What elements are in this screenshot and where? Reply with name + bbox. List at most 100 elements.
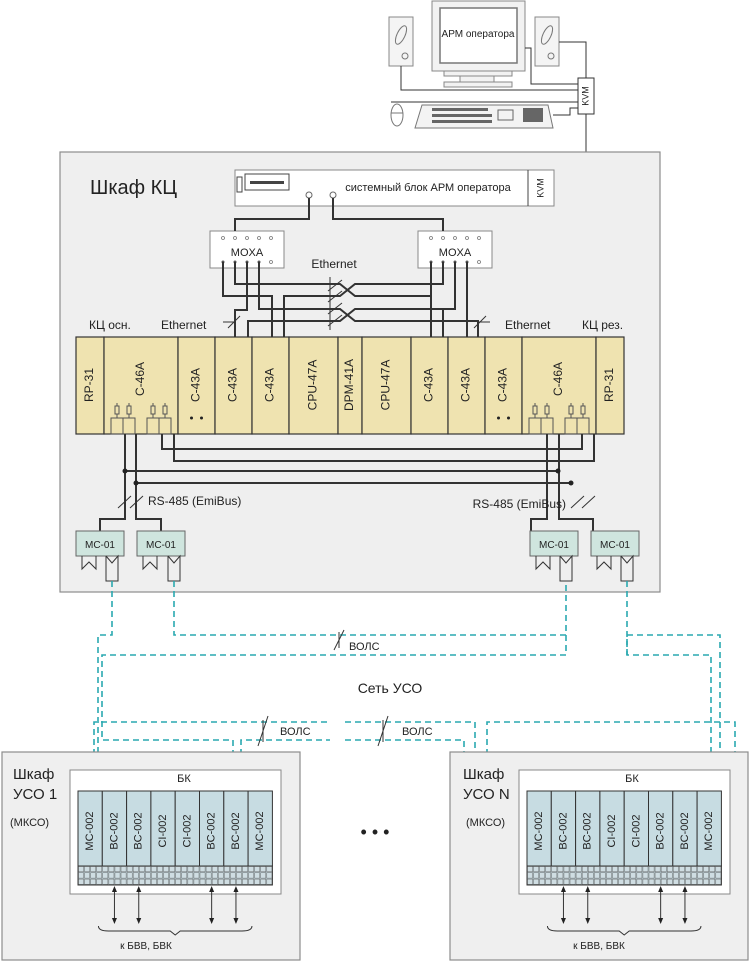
rack-module	[177, 336, 216, 435]
rack-module-label: DPM-41A	[342, 359, 356, 411]
mc01-label-3: MC-01	[539, 540, 569, 551]
cabinet-kc-title: Шкаф КЦ	[90, 177, 177, 199]
rack-module-label: C-43A	[263, 368, 277, 402]
io-module	[174, 790, 200, 867]
io-module-label: BC-002	[582, 812, 594, 849]
io-module	[126, 790, 152, 867]
uso1-rack: MC-002 BC-002 BC-002 CI-002 CI-002 BC-002 BC-0…	[69, 769, 282, 936]
io-module-label: CI-002	[606, 814, 618, 847]
ellipsis: • • •	[361, 822, 390, 842]
rack-module	[288, 336, 339, 435]
io-module	[672, 790, 698, 867]
uson-rack: MC-002 BC-002 BC-002 CI-002 CI-002 BC-002 BC-0…	[518, 769, 731, 936]
keyboard-icon	[414, 104, 554, 129]
kc-main-label: КЦ осн.	[89, 318, 131, 332]
uson-title-line2: УСО N	[463, 786, 510, 803]
io-module-label: MC-002	[533, 811, 545, 850]
io-module-label: BC-002	[230, 812, 242, 849]
io-module-label: CI-002	[181, 814, 193, 847]
io-module-label: BC-002	[557, 812, 569, 849]
io-module-label: MC-002	[84, 811, 96, 850]
io-module	[77, 790, 103, 867]
rack-module	[361, 336, 412, 435]
io-module	[696, 790, 722, 867]
fiber-label-right: ВОЛС	[402, 726, 433, 738]
network-title: Сеть УСО	[358, 680, 423, 696]
rs485-wiring	[99, 434, 596, 536]
mc01-module	[136, 530, 186, 582]
io-module	[623, 790, 650, 867]
uson-bk-label: БК	[625, 773, 639, 785]
io-module	[247, 790, 273, 867]
ethernet-left-label: Ethernet	[161, 318, 207, 332]
io-module-label: BC-002	[679, 812, 691, 849]
kvm-top-label: KVM	[580, 86, 590, 106]
rack-module-label: C-43A	[226, 368, 240, 402]
io-module	[575, 790, 601, 867]
rack-module	[75, 336, 105, 435]
monitor-label: АРМ оператора	[442, 29, 515, 40]
io-module-label: BC-002	[655, 812, 667, 849]
io-module-label: CI-002	[630, 814, 642, 847]
io-module-label: BC-002	[133, 812, 145, 849]
system-unit	[234, 169, 555, 207]
rack-module-label: C-46A	[551, 362, 565, 396]
kvm-system-label: KVM	[535, 178, 545, 198]
moxa-right-label: MOXA	[439, 247, 472, 259]
system-unit-label: системный блок АРМ оператора	[345, 182, 511, 194]
io-module-label: MC-002	[254, 811, 266, 850]
mc01-module	[75, 530, 125, 582]
io-module-label: BC-002	[206, 812, 218, 849]
moxa-left-label: MOXA	[231, 247, 264, 259]
monitor-icon	[431, 0, 526, 88]
uso1-bk-label: БК	[177, 773, 191, 785]
io-module	[199, 790, 225, 867]
uson-subtitle: (МКСО)	[466, 817, 505, 829]
controller-rack: RP-31 C-46A C-43A C-43A C-43A CPU-47A DPM-41A C…	[75, 336, 625, 435]
rack-module-label: C-43A	[189, 368, 203, 402]
mc01-module	[529, 530, 579, 582]
uso1-target-label: к БВВ, БВК	[120, 941, 172, 952]
speaker-right-icon	[534, 16, 560, 67]
rack-module	[251, 336, 290, 435]
brace	[546, 925, 702, 936]
speaker-left-icon	[388, 16, 414, 67]
rack-module	[337, 336, 363, 435]
rack-module	[447, 336, 486, 435]
io-module	[599, 790, 625, 867]
terminal-block	[77, 865, 273, 886]
moxa-right	[417, 230, 493, 269]
uso1-title-line1: Шкаф	[13, 766, 54, 783]
rack-module-label: CPU-47A	[306, 360, 320, 411]
rs485-right-label: RS-485 (EmiBus)	[473, 497, 566, 511]
terminal-block	[526, 865, 722, 886]
fiber-label-left: ВОЛС	[280, 726, 311, 738]
mc01-label-1: MC-01	[85, 540, 115, 551]
io-module	[101, 790, 128, 867]
mc01-label-2: MC-01	[146, 540, 176, 551]
mc01-label-4: MC-01	[600, 540, 630, 551]
io-module-label: MC-002	[703, 811, 715, 850]
ethernet-center-label: Ethernet	[311, 257, 357, 271]
uson-title-line1: Шкаф	[463, 766, 504, 783]
rack-module	[410, 336, 449, 435]
operator-workstation: АРМ оператора KVM	[388, 0, 595, 189]
rack-module	[214, 336, 253, 435]
rs485-left-label: RS-485 (EmiBus)	[148, 494, 241, 508]
ethernet-wiring	[222, 262, 490, 337]
rack-module-label: CPU-47A	[379, 360, 393, 411]
rack-module-label: C-43A	[496, 368, 510, 402]
uso1-title-line2: УСО 1	[13, 786, 57, 803]
uso1-subtitle: (МКСО)	[10, 817, 49, 829]
io-module	[648, 790, 674, 867]
uson-target-label: к БВВ, БВК	[573, 941, 625, 952]
rack-module-label: RP-31	[82, 368, 96, 402]
io-module-label: CI-002	[157, 814, 169, 847]
rack-module-label: C-43A	[422, 368, 436, 402]
rack-module-label: RP-31	[602, 368, 616, 402]
ethernet-right-label: Ethernet	[505, 318, 551, 332]
rack-module	[595, 336, 625, 435]
io-module-label: BC-002	[108, 812, 120, 849]
kc-reserve-label: КЦ рез.	[582, 318, 623, 332]
brace	[97, 925, 253, 936]
